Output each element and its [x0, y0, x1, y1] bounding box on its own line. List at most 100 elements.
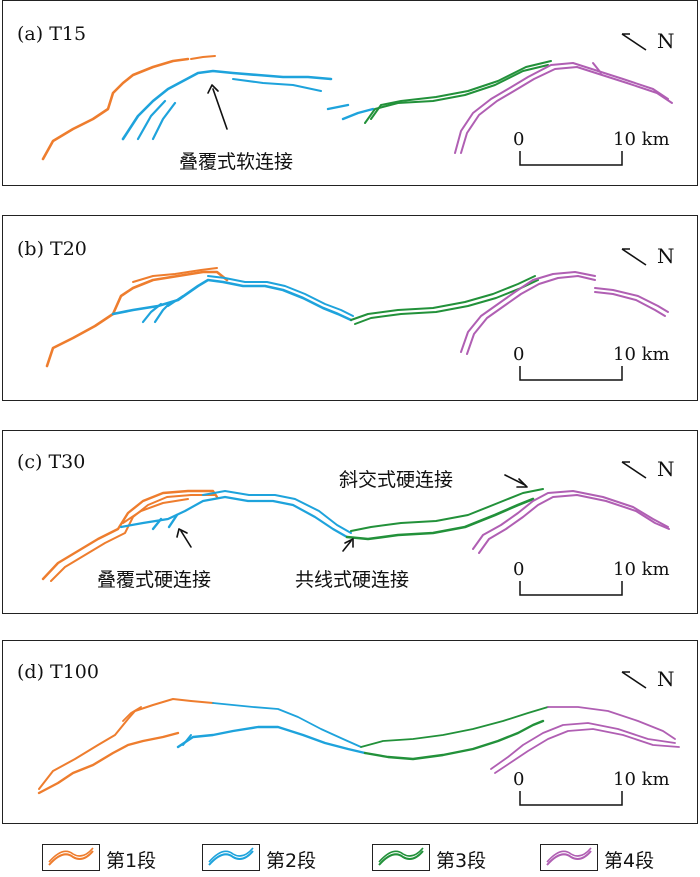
legend-label-seg4: 第4段 [604, 850, 655, 872]
panel-label-b: (b) T20 [17, 238, 87, 260]
fault-seg3-b [350, 275, 536, 321]
legend-swatch-seg2 [202, 844, 260, 871]
fault-seg2-c [119, 495, 349, 539]
legend-label-seg1: 第1段 [106, 850, 157, 872]
scale-end: 10 km [613, 559, 670, 580]
fault-seg1-c3 [122, 498, 189, 524]
fault-seg4-b3 [594, 287, 669, 313]
fault-seg3-c [345, 497, 535, 541]
north-label: N [657, 457, 675, 481]
legend-label-seg3: 第3段 [436, 850, 487, 872]
fault-seg1-d2 [37, 731, 180, 795]
annotation-arrow-c3 [342, 540, 352, 552]
fault-seg4-b2 [466, 275, 596, 355]
north-arrow-c: N [621, 457, 675, 481]
north-arrow-icon [621, 248, 647, 266]
north-arrow-icon [621, 671, 647, 689]
fault-seg2-a-spl2 [151, 101, 177, 141]
panel-a: (a) T15 叠覆式软连接 N 0 10 km [2, 0, 698, 186]
fault-seg2-a-3 [326, 103, 350, 111]
annotation-collinear-hard: 共线式硬连接 [295, 569, 410, 591]
north-arrow-d: N [621, 667, 675, 691]
fault-seg4-b [460, 271, 596, 353]
scale-start: 0 [513, 344, 525, 365]
fault-seg1-d3 [122, 706, 142, 722]
fault-seg1-a [41, 57, 190, 161]
scale-start: 0 [513, 769, 525, 790]
legend-swatch-seg1 [42, 844, 100, 871]
north-arrow-icon [621, 33, 647, 51]
fault-seg2-a-spl1 [136, 99, 167, 141]
fault-seg2-b-spl1 [141, 302, 163, 324]
north-label: N [657, 667, 675, 691]
annotation-arrow-c1 [504, 474, 526, 486]
fault-seg2-a [121, 69, 333, 141]
fault-seg4-d3 [494, 728, 680, 774]
fault-seg1-b [45, 270, 229, 368]
fault-seg2-c-spl2 [167, 513, 179, 529]
fault-seg3-d [360, 706, 549, 748]
scale-end: 10 km [613, 344, 670, 365]
fault-seg1-b2 [132, 267, 218, 283]
north-arrow-a: N [621, 29, 675, 53]
annotation-arrowhead-a [207, 84, 219, 94]
fault-seg2-d3 [182, 734, 192, 746]
fault-seg4-d [547, 706, 676, 740]
fault-seg2-c2 [202, 490, 352, 534]
annotation-arrow-a [212, 88, 228, 130]
legend-swatch-seg4 [540, 844, 598, 871]
panel-label-a: (a) T15 [17, 23, 87, 45]
fault-seg4-b4 [594, 291, 666, 317]
scale-bar-c: 0 10 km [513, 559, 670, 609]
annotation-arrow-c2 [180, 530, 192, 548]
scale-end: 10 km [613, 769, 670, 790]
legend: 第1段 第2段 第3段 第4段 [0, 840, 700, 876]
legend-label-seg2: 第2段 [266, 850, 317, 872]
fault-seg4-a3 [592, 62, 602, 74]
fault-seg3-a2 [370, 60, 552, 120]
fault-seg2-d [212, 702, 362, 748]
panel-d: (d) T100 N 0 10 km [2, 640, 698, 824]
scale-end: 10 km [613, 129, 670, 150]
fault-map-c [41, 474, 670, 582]
scale-bar-a: 0 10 km [513, 129, 670, 179]
fault-seg4-a2 [460, 66, 673, 154]
fault-map-d [37, 698, 680, 795]
annotation-arrowhead-c2 [176, 528, 188, 538]
fault-map-b [45, 267, 669, 368]
annotation-overlap-hard: 叠覆式硬连接 [97, 569, 212, 591]
north-arrow-b: N [621, 244, 675, 268]
fault-seg4-a [454, 62, 669, 154]
fault-seg1-a2 [190, 55, 216, 60]
panel-b: (b) T20 N 0 10 km [2, 215, 698, 401]
north-label: N [657, 244, 675, 268]
fault-seg2-a-4 [341, 107, 375, 121]
fault-seg4-c [472, 490, 669, 550]
north-label: N [657, 29, 675, 53]
panel-label-c: (c) T30 [17, 451, 86, 473]
fault-seg2-d2 [176, 725, 367, 755]
annotation-arrowhead-c3 [344, 538, 354, 548]
panel-label-d: (d) T100 [17, 661, 99, 683]
scale-start: 0 [513, 129, 525, 150]
fault-seg3-d2 [363, 719, 545, 761]
panel-c: (c) T30 斜交式硬连接 叠覆式硬连接 共线式硬连接 N 0 10 km [2, 430, 698, 614]
scale-bar-d: 0 10 km [513, 769, 670, 819]
annotation-oblique-hard: 斜交式硬连接 [339, 469, 454, 491]
north-arrow-icon [621, 461, 647, 479]
annotation-overlap-soft: 叠覆式软连接 [179, 151, 294, 173]
fault-seg2-a-spl3 [232, 78, 322, 92]
fault-seg1-c [41, 489, 219, 581]
fault-seg3-c2 [350, 488, 544, 532]
fault-map-a [41, 55, 673, 161]
fault-seg4-c2 [478, 494, 670, 554]
annotation-arrowhead-c1 [516, 478, 528, 488]
scale-bar-b: 0 10 km [513, 344, 670, 394]
fault-seg1-d [38, 698, 214, 790]
scale-start: 0 [513, 559, 525, 580]
legend-swatch-seg3 [372, 844, 430, 871]
fault-seg2-b-spl3 [167, 295, 184, 307]
fault-seg2-c-spl1 [151, 517, 163, 531]
fault-seg2-b2 [207, 275, 354, 317]
fault-seg4-d2 [490, 722, 676, 770]
